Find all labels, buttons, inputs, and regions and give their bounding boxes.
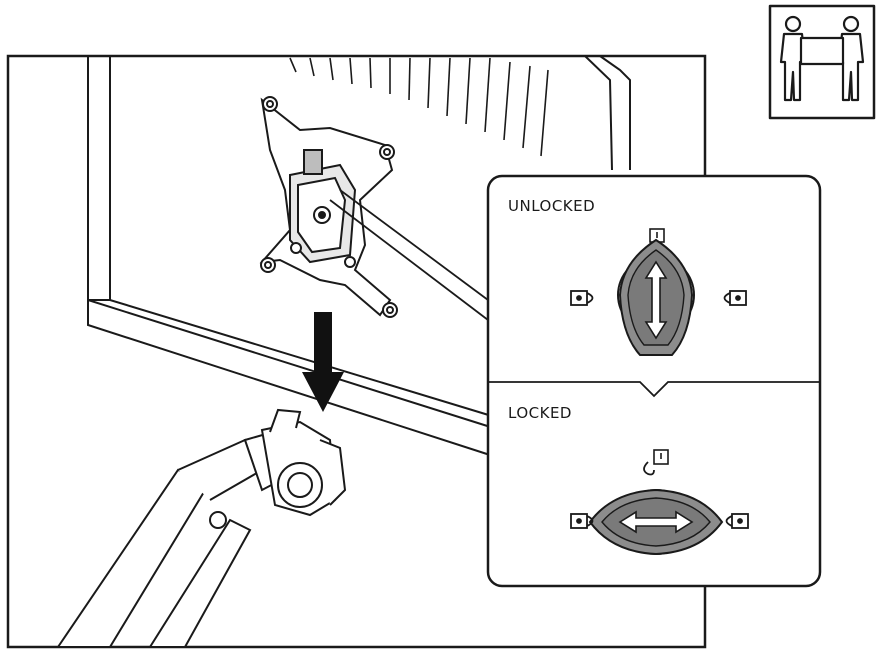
monitor-arm xyxy=(56,408,347,648)
two-person-lift-icon xyxy=(768,4,876,120)
monitor-back xyxy=(87,55,631,456)
locked-label: LOCKED xyxy=(508,404,572,422)
callout-leader-lines xyxy=(329,189,489,321)
locked-knob xyxy=(588,449,724,556)
lock-detail-inset: UNLOCKED LOCKED xyxy=(486,174,822,588)
unlocked-knob xyxy=(617,228,695,356)
monitor-vents xyxy=(289,57,549,157)
padlock-closed-icon xyxy=(570,513,594,529)
down-arrow-icon xyxy=(302,312,344,412)
padlock-closed-icon xyxy=(725,513,749,529)
vesa-bracket xyxy=(259,96,398,318)
padlock-open-icon xyxy=(723,290,747,306)
unlocked-label: UNLOCKED xyxy=(508,197,595,215)
padlock-closed-icon xyxy=(570,290,594,306)
